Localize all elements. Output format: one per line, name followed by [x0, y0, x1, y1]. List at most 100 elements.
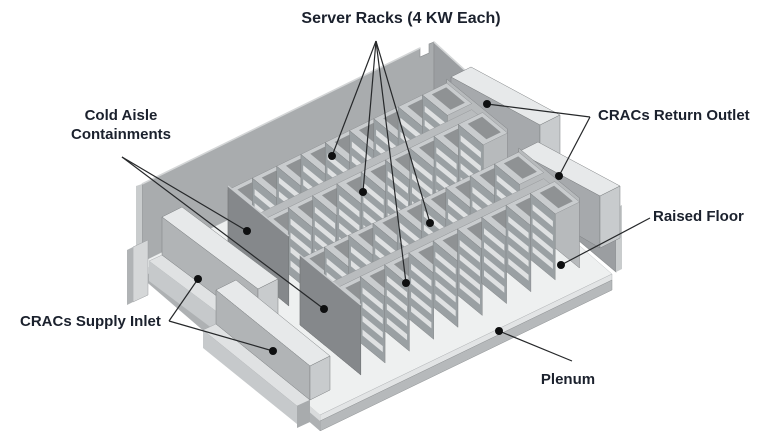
rack-front	[481, 216, 507, 305]
rack-front	[384, 264, 410, 352]
leader-line	[331, 40, 377, 157]
label-raised-floor: Raised Floor	[653, 208, 744, 225]
shelf	[411, 291, 432, 315]
shelf	[339, 208, 360, 232]
leader-dot	[194, 275, 202, 283]
server-rack-arrays	[227, 78, 580, 376]
shelf	[326, 258, 347, 281]
shelf	[436, 147, 457, 170]
shelf	[424, 105, 445, 129]
containment-top-edge	[227, 185, 290, 237]
label-cracs-return: CRACs Return Outlet	[598, 107, 750, 124]
left-step-face	[132, 239, 149, 303]
shelf	[508, 216, 529, 239]
shelf	[532, 218, 553, 241]
shelf	[460, 135, 481, 158]
shelf	[254, 189, 275, 212]
shelf	[314, 206, 336, 230]
leader-line	[121, 156, 325, 310]
shelf	[435, 251, 456, 275]
shelf	[459, 268, 480, 291]
shelf	[290, 232, 311, 256]
leader-line	[168, 278, 199, 322]
ledge-face	[203, 330, 297, 424]
shelf	[290, 218, 311, 242]
rack-front	[505, 204, 532, 293]
shelf	[460, 149, 481, 172]
plenum-edge-right	[319, 279, 613, 431]
leader-dot	[483, 100, 491, 108]
crac-supply-unit-2	[215, 279, 331, 401]
shelf	[484, 270, 505, 293]
shelf	[411, 305, 432, 329]
shelf	[484, 256, 505, 279]
ledge-end	[297, 400, 310, 428]
leader-line	[560, 217, 651, 266]
leader-dot	[328, 152, 336, 160]
shelf	[411, 263, 432, 287]
shelf	[362, 329, 383, 353]
shelf	[314, 220, 336, 244]
label-cold-aisle-line2: Containments	[71, 126, 171, 143]
label-cracs-supply: CRACs Supply Inlet	[20, 313, 161, 330]
crac-supply-ledge-2	[202, 323, 311, 428]
shelf	[363, 182, 384, 206]
label-cold-aisle-line1: Cold Aisle	[85, 107, 158, 124]
callout-server-racks: Server Racks (4 KW Each)	[301, 10, 501, 287]
shelf	[423, 210, 445, 234]
rack-front	[530, 192, 556, 281]
shelf	[472, 186, 493, 210]
shelf	[362, 315, 383, 339]
leader-line	[558, 116, 591, 177]
leader-dot	[495, 327, 503, 335]
shelf	[350, 246, 372, 269]
shelf	[435, 279, 456, 303]
rack-top-opening	[503, 156, 537, 179]
callout-plenum: Plenum	[495, 327, 595, 388]
shelf	[459, 240, 480, 263]
leader-line	[486, 103, 591, 118]
shelf	[496, 174, 517, 198]
shelf	[386, 317, 408, 341]
shelf	[278, 177, 300, 200]
leader-line	[168, 320, 274, 352]
shelf	[351, 141, 373, 165]
rack-top-opening	[467, 116, 501, 140]
containment-top-edge	[299, 254, 362, 306]
shelf	[411, 277, 432, 301]
shelf	[386, 303, 408, 327]
server-rack	[529, 181, 580, 281]
shelf	[376, 129, 397, 153]
leader-dot	[555, 172, 563, 180]
leader-line	[121, 156, 248, 232]
shelf	[532, 246, 553, 269]
callout-cold-aisle: Cold Aisle Containments	[71, 107, 328, 313]
leader-dot	[269, 347, 277, 355]
shelf	[435, 265, 456, 289]
rack-front	[432, 240, 459, 328]
leader-dot	[402, 279, 410, 287]
shelf	[435, 293, 456, 317]
leader-line	[375, 40, 407, 284]
leader-dot	[359, 188, 367, 196]
rack-front	[457, 228, 483, 316]
shelf	[484, 242, 505, 265]
shelf	[375, 234, 396, 257]
server-rack-array-row-2	[299, 147, 580, 376]
rack-front	[408, 252, 434, 340]
shelf	[387, 185, 408, 208]
callout-raised-floor: Raised Floor	[557, 208, 744, 269]
shelf	[508, 258, 529, 281]
leader-dot	[320, 305, 328, 313]
leader-dot	[426, 219, 434, 227]
shelf	[532, 204, 553, 227]
shelf	[386, 289, 408, 313]
rack-top-opening	[431, 87, 465, 110]
shelf	[339, 194, 360, 218]
shelf	[459, 282, 480, 305]
leader-line	[375, 40, 431, 224]
crac-supply-assembly	[127, 206, 331, 428]
shelf	[363, 196, 384, 220]
shelf	[532, 232, 553, 255]
